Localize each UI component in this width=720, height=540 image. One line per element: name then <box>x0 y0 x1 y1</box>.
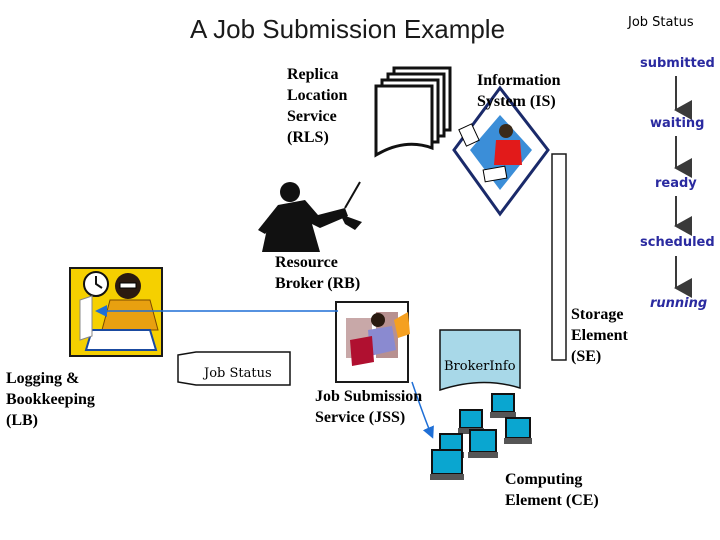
state-running: running <box>650 296 708 311</box>
rls-label: Replica Location Service (RLS) <box>287 66 348 146</box>
page-title: A Job Submission Example <box>190 14 506 44</box>
job-status-box-label: Job Status <box>204 366 272 381</box>
worker-at-desk-icon <box>452 85 550 217</box>
jss-to-ce-arrow <box>411 381 434 439</box>
state-waiting: waiting <box>650 116 705 131</box>
broker-info-note <box>439 329 521 392</box>
state-scheduled: scheduled <box>640 235 715 250</box>
documents-icon <box>374 66 452 158</box>
job-status-header: Job Status <box>628 15 694 30</box>
librarian-icon <box>69 267 163 357</box>
state-ready: ready <box>655 176 697 191</box>
lb-label: Logging & Bookkeeping (LB) <box>6 370 95 429</box>
se-label: Storage Element (SE) <box>571 306 628 365</box>
rb-label: Resource Broker (RB) <box>275 254 361 292</box>
is-label: Information System (IS) <box>477 72 561 110</box>
broker-info-label: BrokerInfo <box>444 359 516 374</box>
storage-element-bar <box>551 153 567 361</box>
jss-label: Job Submission Service (JSS) <box>315 388 423 426</box>
ce-label: Computing Element (CE) <box>505 471 599 509</box>
state-submitted: submitted <box>640 56 715 71</box>
computer-icon <box>430 393 532 480</box>
conductor-icon <box>258 181 362 252</box>
job-status-box <box>177 351 291 386</box>
running-person-icon <box>335 301 410 383</box>
